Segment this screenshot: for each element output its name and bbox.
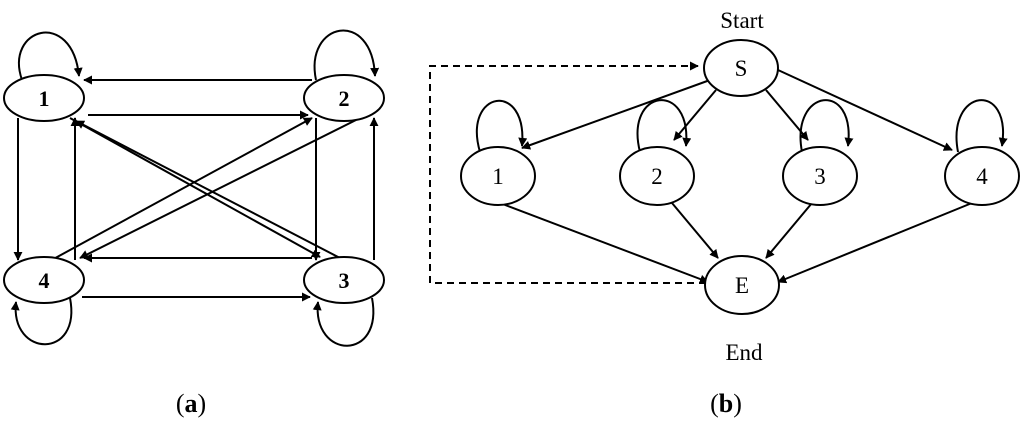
edge-2-to-4 [79,119,357,259]
edge-S-to-1 [521,79,711,150]
edge-3-to-E [765,202,813,259]
node-a-4-label: 4 [39,268,50,293]
node-b-2-label: 2 [651,164,663,189]
start-label: Start [720,8,764,33]
self-loop-3 [312,297,375,347]
self-loop-b4 [955,99,1008,153]
node-b-1-label: 1 [492,164,504,189]
node-a-4: 4 [3,256,85,304]
edge-2-to-E [671,202,719,259]
self-loop-b2 [636,99,692,153]
self-loop-2 [313,29,380,81]
diagram-b: S 1 2 3 4 E Start End (b) [429,8,1020,418]
dashed-edge-E-to-S [429,61,706,284]
self-loop-1 [18,31,83,81]
caption-b: (b) [710,389,742,418]
edge-4-to-2 [47,117,313,263]
node-b-3: 3 [782,146,858,206]
edge-S-to-2 [673,89,717,141]
node-a-3-label: 3 [339,268,350,293]
self-loop-b3 [799,99,854,153]
edge-1-to-3 [69,117,321,258]
caption-a: (a) [176,389,206,418]
edge-S-to-3 [765,89,809,141]
node-S-label: S [735,56,748,81]
edge-4-to-E [777,202,973,284]
edge-S-to-4 [777,69,953,151]
node-E-label: E [735,273,749,298]
node-start-S: S [703,39,779,97]
node-b-4-label: 4 [976,164,988,189]
node-b-4: 4 [944,146,1020,206]
node-a-1-label: 1 [39,86,50,111]
node-end-E: E [704,255,780,315]
self-loop-b1 [475,99,528,153]
edge-1-to-E [499,202,709,284]
node-b-1: 1 [460,146,536,206]
node-b-2: 2 [619,146,695,206]
self-loop-4 [10,297,73,346]
node-a-1: 1 [3,74,85,122]
end-label: End [725,340,763,365]
node-a-2-label: 2 [339,86,350,111]
node-b-3-label: 3 [814,164,826,189]
node-a-3: 3 [303,256,385,304]
edge-3-to-1 [75,120,341,259]
node-a-2: 2 [303,74,385,122]
diagram-a: 1 2 4 3 (a) [3,29,385,418]
